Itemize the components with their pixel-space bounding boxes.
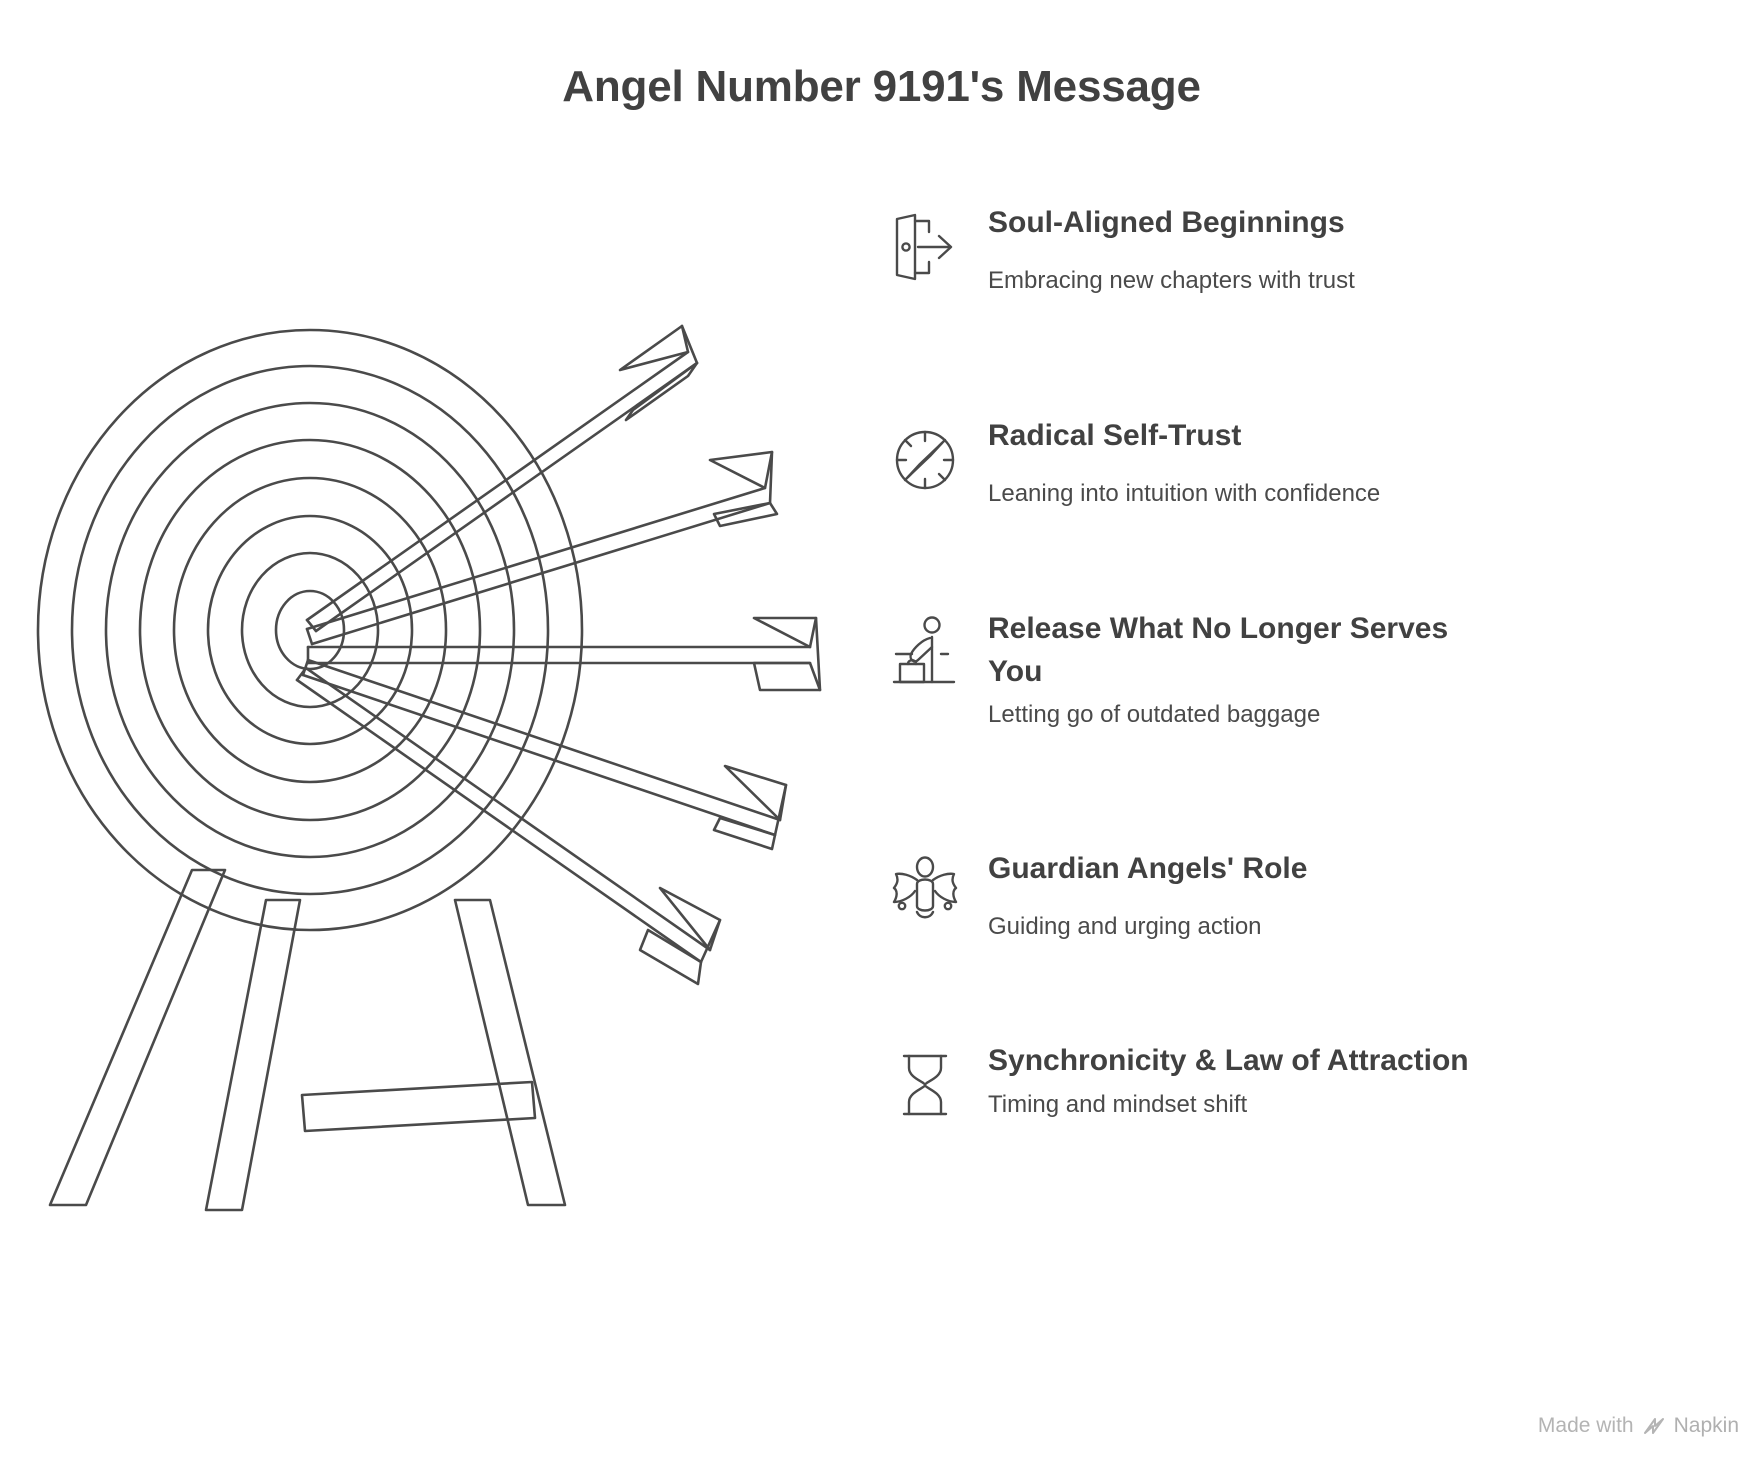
point-text-block: Release What No Longer Serves You Lettin… bbox=[970, 608, 1500, 730]
point-description: Guiding and urging action bbox=[988, 912, 1262, 940]
page-title: Angel Number 9191's Message bbox=[562, 62, 1201, 111]
point-row-synchronicity-law-of-attraction[interactable]: Synchronicity & Law of Attraction Timing… bbox=[880, 1040, 1500, 1126]
arrow-1 bbox=[305, 324, 699, 633]
point-text-block: Guardian Angels' Role Guiding and urging… bbox=[970, 848, 1500, 942]
point-heading: Guardian Angels' Role bbox=[988, 852, 1308, 885]
archery-target-illustration bbox=[20, 300, 850, 1250]
person-with-baggage-icon bbox=[880, 608, 970, 692]
arrow-2 bbox=[305, 450, 779, 646]
point-row-release-what-no-longer-serves-you[interactable]: Release What No Longer Serves You Lettin… bbox=[880, 608, 1500, 730]
point-heading: Radical Self-Trust bbox=[988, 419, 1242, 452]
angel-wings-icon bbox=[880, 848, 970, 932]
point-row-radical-self-trust[interactable]: Radical Self-Trust Leaning into intuitio… bbox=[880, 415, 1500, 509]
made-with-label: Made with bbox=[1537, 1414, 1634, 1437]
point-text-block: Synchronicity & Law of Attraction Timing… bbox=[970, 1040, 1500, 1120]
point-text-block: Soul-Aligned Beginnings Embracing new ch… bbox=[970, 202, 1500, 296]
compass-icon bbox=[880, 415, 970, 501]
arrow-5 bbox=[295, 666, 722, 986]
point-heading: Release What No Longer Serves You bbox=[988, 612, 1449, 688]
hourglass-icon bbox=[880, 1040, 970, 1126]
open-door-exit-icon bbox=[880, 202, 970, 288]
point-description: Letting go of outdated baggage bbox=[988, 701, 1321, 729]
target-rings bbox=[36, 328, 584, 932]
point-description: Leaning into intuition with confidence bbox=[988, 479, 1381, 507]
point-description: Embracing new chapters with trust bbox=[988, 266, 1355, 294]
footer-brand[interactable]: Made with Napkin bbox=[1538, 1414, 1739, 1438]
target-stand-legs bbox=[48, 868, 567, 1212]
brand-name: Napkin bbox=[1673, 1414, 1739, 1437]
point-heading: Soul-Aligned Beginnings bbox=[988, 206, 1345, 239]
arrow-3 bbox=[306, 616, 822, 692]
napkin-logo-icon bbox=[1643, 1416, 1665, 1436]
point-row-soul-aligned-beginnings[interactable]: Soul-Aligned Beginnings Embracing new ch… bbox=[880, 202, 1500, 296]
point-text-block: Radical Self-Trust Leaning into intuitio… bbox=[970, 415, 1500, 509]
point-heading: Synchronicity & Law of Attraction bbox=[988, 1044, 1469, 1077]
arrow-4 bbox=[301, 658, 788, 851]
point-row-guardian-angels-role[interactable]: Guardian Angels' Role Guiding and urging… bbox=[880, 848, 1500, 942]
point-description: Timing and mindset shift bbox=[988, 1090, 1248, 1118]
